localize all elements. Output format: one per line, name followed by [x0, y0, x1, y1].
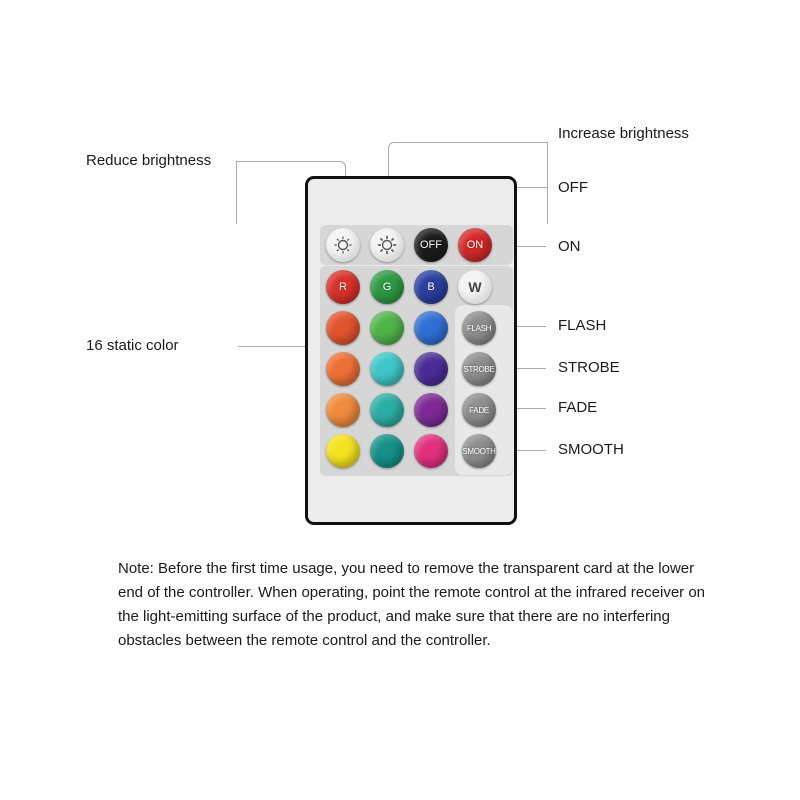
increase-brightness-label: Increase brightness — [558, 125, 689, 142]
red-button[interactable]: R — [326, 270, 360, 304]
color-button[interactable] — [326, 352, 360, 386]
flash-label: FLASH — [558, 317, 607, 334]
flash-button[interactable]: FLASH — [462, 311, 496, 345]
sun-bright-icon — [377, 235, 397, 255]
color-button[interactable] — [370, 311, 404, 345]
off-button[interactable]: OFF — [414, 228, 448, 262]
strobe-button[interactable]: STROBE — [462, 352, 496, 386]
brightness-up-button[interactable] — [370, 228, 404, 262]
color-button[interactable] — [414, 393, 448, 427]
on-leader — [500, 246, 546, 247]
flash-leader — [496, 326, 546, 327]
static-color-label: 16 static color — [86, 337, 179, 354]
fade-button[interactable]: FADE — [462, 393, 496, 427]
color-button[interactable] — [326, 434, 360, 468]
usage-note: Note: Before the first time usage, you n… — [118, 560, 706, 649]
color-button[interactable] — [414, 352, 448, 386]
color-button[interactable] — [370, 352, 404, 386]
fade-label: FADE — [558, 399, 598, 416]
blue-button[interactable]: B — [414, 270, 448, 304]
white-button[interactable]: W — [458, 270, 492, 304]
smooth-button[interactable]: SMOOTH — [462, 434, 496, 468]
smooth-leader — [496, 450, 546, 451]
strobe-label: STROBE — [558, 359, 620, 376]
smooth-label: SMOOTH — [558, 441, 624, 458]
color-button[interactable] — [370, 434, 404, 468]
static-color-leader — [238, 346, 328, 347]
color-button[interactable] — [370, 393, 404, 427]
on-label: ON — [558, 238, 581, 255]
fade-leader — [496, 408, 546, 409]
color-button[interactable] — [326, 311, 360, 345]
off-label: OFF — [558, 179, 588, 196]
green-button[interactable]: G — [370, 270, 404, 304]
reduce-brightness-label: Reduce brightness — [86, 152, 212, 169]
on-button[interactable]: ON — [458, 228, 492, 262]
brightness-down-button[interactable] — [326, 228, 360, 262]
strobe-leader — [496, 368, 546, 369]
sun-dim-icon — [334, 236, 352, 254]
color-button[interactable] — [414, 311, 448, 345]
color-button[interactable] — [326, 393, 360, 427]
color-button[interactable] — [414, 434, 448, 468]
